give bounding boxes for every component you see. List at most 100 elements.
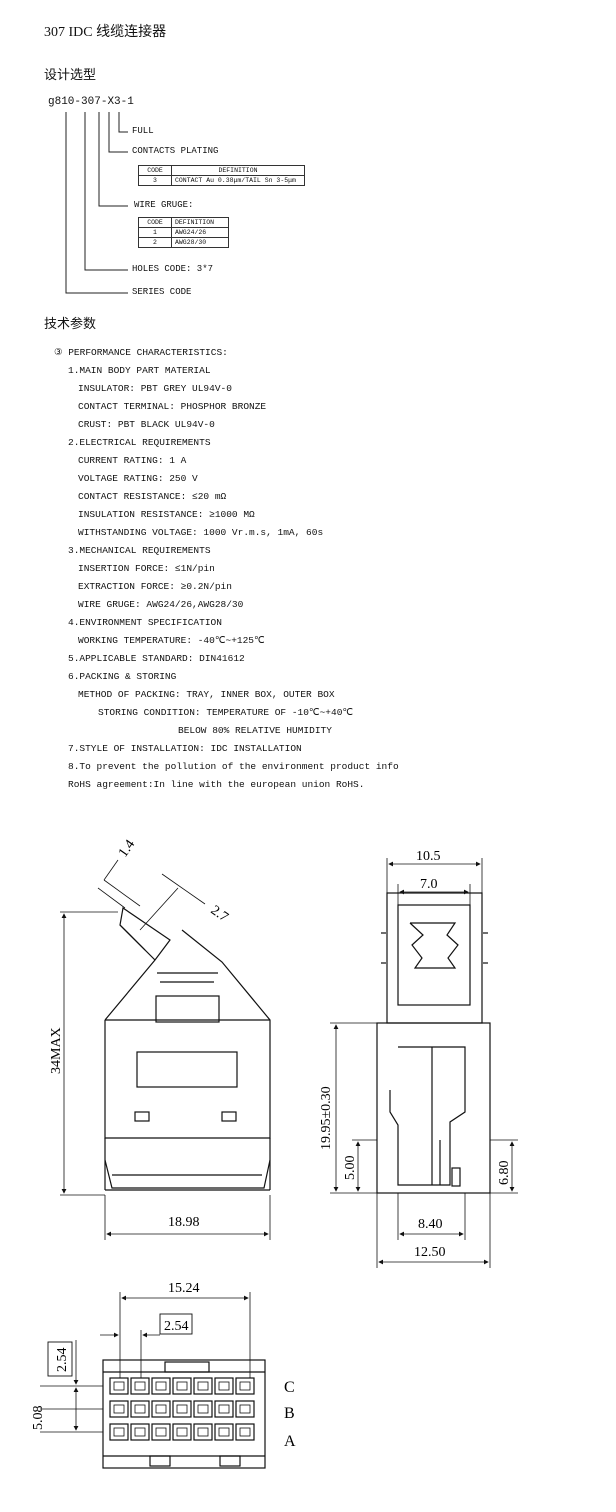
contact-hole-inner [239,1427,251,1437]
label-full: FULL [132,126,154,136]
dim-front-1-4: 1.4 [116,837,138,860]
dim-side-left-small: 5.00 [343,1156,358,1181]
plating-table: CODE DEFINITION 3 CONTACT Au 0.38μm/TAIL… [138,165,305,186]
performance-line: CONTACT TERMINAL: PHOSPHOR BRONZE [78,401,267,412]
contact-hole-inner [155,1381,167,1391]
wire-row-definition: AWG28/30 [171,237,229,248]
part-code: g810-307-X3-1 [48,96,134,108]
contact-hole-inner [239,1404,251,1414]
performance-line: 7.STYLE OF INSTALLATION: IDC INSTALLATIO… [68,743,302,754]
dim-side-height: 19.95±0.30 [319,1086,334,1150]
contact-hole [193,1400,213,1418]
leader-full [118,112,128,133]
part-dash: - [100,96,108,108]
performance-line: 1.MAIN BODY PART MATERIAL [68,365,211,376]
contact-hole-inner [176,1427,188,1437]
leader-plating [108,112,128,153]
contact-hole-inner [155,1427,167,1437]
contact-hole-inner [218,1427,230,1437]
contact-hole [130,1377,150,1395]
performance-line: 6.PACKING & STORING [68,671,177,682]
performance-line: EXTRACTION FORCE: ≥0.2N/pin [78,581,232,592]
performance-line: VOLTAGE RATING: 250 V [78,473,198,484]
performance-line: WIRE GRUGE: AWG24/26,AWG28/30 [78,599,244,610]
dim-front-2-7: 2.7 [208,903,231,925]
leader-wire [98,112,128,207]
contact-hole [235,1423,255,1441]
bottom-view [40,1292,266,1469]
contact-hole [193,1377,213,1395]
contact-hole-inner [155,1404,167,1414]
section-design-heading: 设计选型 [44,68,97,83]
performance-line: 2.ELECTRICAL REQUIREMENTS [68,437,211,448]
contact-hole [235,1377,255,1395]
label-series-code: SERIES CODE [132,287,192,297]
performance-line: METHOD OF PACKING: TRAY, INNER BOX, OUTE… [78,689,335,700]
page-title: 307 IDC 线缆连接器 [44,25,167,40]
row-label-b: B [284,1405,295,1422]
contact-holes [109,1377,255,1441]
label-wire-gauge: WIRE GRUGE: [134,200,194,210]
performance-line: INSULATOR: PBT GREY UL94V-0 [78,383,232,394]
performance-line: CONTACT RESISTANCE: ≤20 mΩ [78,491,227,502]
contact-hole-inner [113,1404,125,1414]
dim-bottom-span: 15.24 [168,1281,200,1296]
contact-hole [109,1423,129,1441]
dim-front-width: 18.98 [168,1215,200,1230]
contact-hole [214,1423,234,1441]
contact-hole-inner [218,1404,230,1414]
contact-hole [172,1423,192,1441]
performance-line: 8.To prevent the pollution of the enviro… [68,761,399,772]
dim-side-top-outer: 10.5 [416,849,441,864]
contact-hole-inner [176,1404,188,1414]
part-series: 307 [81,96,101,108]
performance-line: 4.ENVIRONMENT SPECIFICATION [68,617,222,628]
contact-hole [109,1377,129,1395]
contact-hole [172,1377,192,1395]
contact-hole-inner [239,1381,251,1391]
dim-bottom-left-span: 5.08 [31,1406,46,1431]
contact-hole-inner [113,1381,125,1391]
contact-hole [151,1377,171,1395]
plating-row-definition: CONTACT Au 0.38μm/TAIL Sn 3-5μm [171,175,305,186]
contact-hole-inner [197,1404,209,1414]
part-dash-2: - [120,96,128,108]
performance-line: 5.APPLICABLE STANDARD: DIN41612 [68,653,245,664]
contact-hole-inner [176,1381,188,1391]
part-plating: 1 [127,96,134,108]
contact-hole [130,1400,150,1418]
part-holes: X3 [107,96,121,108]
contact-hole-inner [134,1404,146,1414]
leader-series [65,112,128,294]
dim-side-bottom-inner: 8.40 [418,1217,443,1232]
row-label-c: C [284,1379,295,1396]
front-view [60,859,271,1240]
performance-line: CRUST: PBT BLACK UL94V-0 [78,419,215,430]
contact-hole [193,1423,213,1441]
contact-hole [172,1400,192,1418]
contact-hole [214,1377,234,1395]
label-contacts-plating: CONTACTS PLATING [132,146,219,156]
dim-front-height: 34MAX [49,1027,64,1074]
leader-holes [84,112,128,271]
dim-bottom-left-top: 2.54 [55,1348,70,1373]
performance-line: INSERTION FORCE: ≤1N/pin [78,563,215,574]
part-prefix: g810- [48,96,82,108]
contact-hole [151,1400,171,1418]
performance-line: INSULATION RESISTANCE: ≥1000 MΩ [78,509,255,520]
contact-hole [151,1423,171,1441]
row-label-a: A [284,1433,296,1450]
contact-hole-inner [113,1427,125,1437]
contact-hole-inner [197,1427,209,1437]
dim-bottom-pitch: 2.54 [164,1319,189,1334]
contact-hole [214,1400,234,1418]
dim-side-top-inner: 7.0 [420,877,438,892]
contact-hole-inner [134,1427,146,1437]
side-view [330,858,518,1268]
part-code-leader-lines [65,112,128,294]
performance-line: WORKING TEMPERATURE: -40℃~+125℃ [78,635,265,646]
contact-hole [109,1400,129,1418]
label-holes-code: HOLES CODE: 3*7 [132,264,214,274]
contact-hole-inner [197,1381,209,1391]
